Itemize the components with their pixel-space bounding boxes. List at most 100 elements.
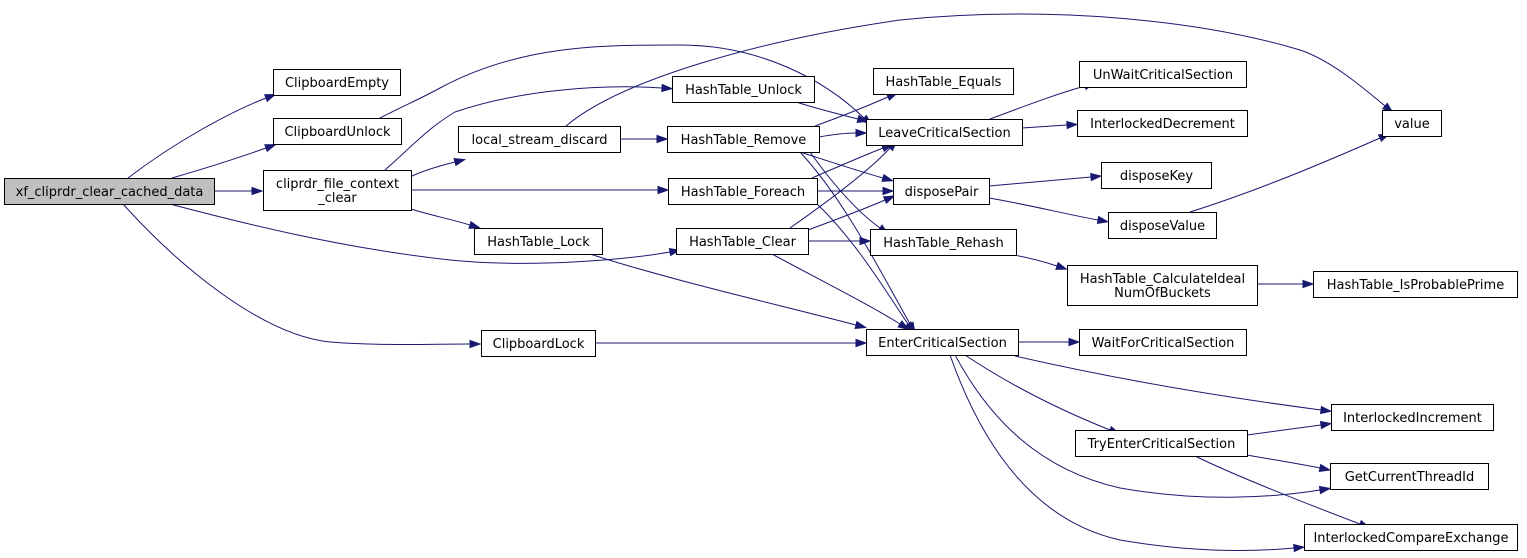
call-edges (122, 13, 1394, 553)
edge-root-to-cliprdr-file-context-clear (214, 186, 264, 196)
node-label: xf_cliprdr_clear_cached_data (16, 185, 204, 200)
node-box (1079, 329, 1247, 356)
node-leave-critical-section[interactable]: LeaveCriticalSection (866, 119, 1023, 146)
node-box (672, 76, 815, 103)
node-clipboard-unlock[interactable]: ClipboardUnlock (273, 118, 402, 145)
node-wait-for-critical-section[interactable]: WaitForCriticalSection (1079, 329, 1247, 356)
node-box (870, 229, 1017, 256)
edge-hash-table-clear-to-enter-critical-section (771, 253, 910, 331)
edge-clipboard-lock-to-enter-critical-section (595, 338, 868, 348)
node-value[interactable]: value (1382, 110, 1442, 137)
node-label: disposeKey (1120, 169, 1193, 184)
node-try-enter-critical-section[interactable]: TryEnterCriticalSection (1075, 430, 1248, 457)
edge-dispose-pair-to-dispose-value (988, 197, 1110, 225)
edge-cliprdr-file-context-clear-to-local-stream-discard (409, 158, 467, 178)
node-box (273, 118, 402, 145)
node-label: HashTable_Clear (689, 235, 797, 250)
node-label: HashTable_CalculateIdeal (1080, 272, 1245, 287)
node-label: ClipboardUnlock (284, 125, 391, 140)
edge-hash-table-lock-to-enter-critical-section (589, 253, 868, 329)
edge-try-enter-critical-section-to-get-current-thread-id (1246, 454, 1332, 473)
node-enter-critical-section[interactable]: EnterCriticalSection (866, 329, 1019, 356)
node-interlocked-compare-exchange[interactable]: InterlockedCompareExchange (1304, 524, 1518, 551)
edge-cliprdr-file-context-clear-to-hash-table-lock (410, 208, 482, 229)
edge-enter-critical-section-to-get-current-thread-id (954, 354, 1332, 498)
node-hash-table-equals[interactable]: HashTable_Equals (873, 68, 1014, 95)
edge-local-stream-discard-to-hash-table-remove (620, 134, 669, 144)
node-box (1313, 271, 1518, 298)
node-dispose-key[interactable]: disposeKey (1101, 162, 1212, 189)
edge-root-to-clipboard-empty (127, 93, 277, 179)
node-label: UnWaitCriticalSection (1093, 68, 1233, 83)
node-get-current-thread-id[interactable]: GetCurrentThreadId (1330, 463, 1489, 490)
node-box (1101, 162, 1212, 189)
node-label: NumOfBuckets (1114, 286, 1211, 301)
node-box (1077, 110, 1248, 137)
node-label: HashTable_Foreach (681, 185, 805, 200)
node-hash-table-is-probable-prime[interactable]: HashTable_IsProbablePrime (1313, 271, 1518, 298)
node-label: ClipboardEmpty (285, 76, 389, 91)
edge-hash-table-foreach-to-enter-critical-section (816, 203, 915, 334)
node-hash-table-lock[interactable]: HashTable_Lock (474, 228, 603, 255)
node-dispose-value[interactable]: disposeValue (1108, 212, 1217, 239)
node-label: LeaveCriticalSection (878, 126, 1010, 141)
edge-cliprdr-file-context-clear-to-hash-table-foreach (410, 185, 670, 195)
node-box (667, 126, 820, 153)
node-hash-table-remove[interactable]: HashTable_Remove (667, 126, 820, 153)
node-clipboard-empty[interactable]: ClipboardEmpty (273, 69, 401, 96)
node-hash-table-unlock[interactable]: HashTable_Unlock (672, 76, 815, 103)
node-box (668, 178, 818, 205)
node-box (1304, 524, 1518, 551)
node-interlocked-increment[interactable]: InterlockedIncrement (1331, 404, 1494, 431)
node-label: HashTable_Equals (886, 75, 1002, 90)
node-box (866, 119, 1023, 146)
edge-enter-critical-section-to-wait-for-critical-section (1017, 337, 1081, 347)
node-root[interactable]: xf_cliprdr_clear_cached_data (4, 178, 215, 205)
node-hash-table-rehash[interactable]: HashTable_Rehash (870, 229, 1017, 256)
edge-root-to-clipboard-lock (122, 203, 482, 349)
node-box (481, 330, 596, 357)
node-box (1067, 265, 1258, 306)
node-box (893, 178, 990, 205)
node-label: GetCurrentThreadId (1345, 470, 1475, 485)
node-label: HashTable_Unlock (685, 83, 802, 98)
node-box (873, 68, 1014, 95)
node-interlocked-decrement[interactable]: InterlockedDecrement (1077, 110, 1248, 137)
node-label: EnterCriticalSection (878, 336, 1007, 351)
node-hash-table-clear[interactable]: HashTable_Clear (676, 228, 809, 255)
edge-dispose-value-to-value (1189, 133, 1391, 213)
node-box (1331, 404, 1494, 431)
edge-leave-critical-section-to-interlocked-decrement (1021, 120, 1079, 130)
node-un-wait-critical-section[interactable]: UnWaitCriticalSection (1079, 61, 1247, 88)
edge-hash-table-clear-to-hash-table-rehash (808, 236, 872, 246)
node-box (1108, 212, 1217, 239)
node-label: ClipboardLock (493, 337, 585, 352)
node-label: TryEnterCriticalSection (1087, 437, 1236, 452)
node-label: WaitForCriticalSection (1092, 336, 1235, 351)
node-box (458, 126, 621, 153)
edge-root-to-clipboard-unlock (171, 144, 277, 179)
node-local-stream-discard[interactable]: local_stream_discard (458, 126, 621, 153)
node-cliprdr-file-context-clear[interactable]: cliprdr_file_context_clear (263, 170, 412, 211)
node-box (273, 69, 401, 96)
edge-enter-critical-section-to-interlocked-increment (1014, 355, 1333, 415)
edge-enter-critical-section-to-interlocked-compare-exchange (949, 354, 1306, 553)
node-clipboard-lock[interactable]: ClipboardLock (481, 330, 596, 357)
node-label: local_stream_discard (472, 133, 608, 148)
node-label: HashTable_Remove (681, 133, 807, 148)
node-hash-table-foreach[interactable]: HashTable_Foreach (668, 178, 818, 205)
node-label: InterlockedDecrement (1090, 117, 1235, 132)
node-box (866, 329, 1019, 356)
edge-hash-table-foreach-to-dispose-pair (817, 186, 895, 196)
node-box (1382, 110, 1442, 137)
call-nodes: xf_cliprdr_clear_cached_data ClipboardEmp… (4, 61, 1518, 551)
node-label: InterlockedCompareExchange (1313, 531, 1508, 546)
edge-dispose-pair-to-dispose-key (988, 172, 1103, 187)
edge-hash-table-unlock-to-leave-critical-section (795, 101, 870, 123)
edge-hash-table-remove-to-hash-table-rehash (809, 151, 890, 235)
node-label: value (1394, 117, 1430, 132)
node-dispose-pair[interactable]: disposePair (893, 178, 990, 205)
edge-hash-table-clear-to-dispose-pair (807, 195, 896, 231)
